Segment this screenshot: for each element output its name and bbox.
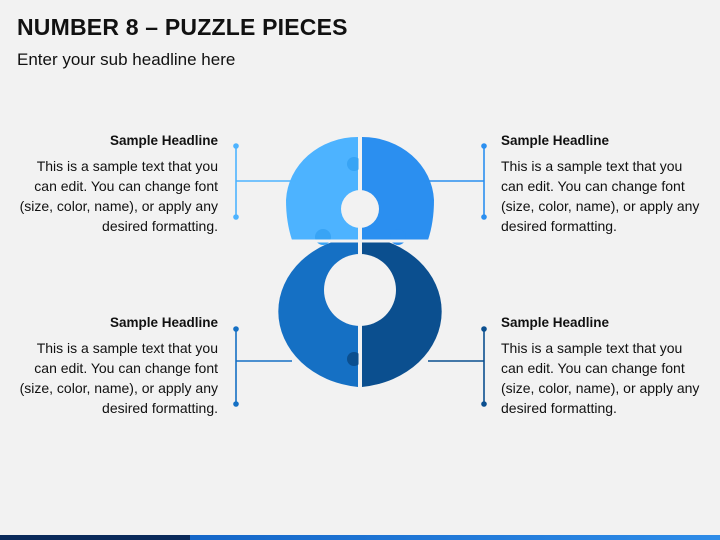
text-block-top-right[interactable]: Sample Headline This is a sample text th… <box>501 131 701 236</box>
slide-title: NUMBER 8 – PUZZLE PIECES <box>17 14 348 40</box>
puzzle-connector-left <box>315 229 331 245</box>
block-body: This is a sample text that you can edit.… <box>501 158 700 234</box>
text-block-bottom-right[interactable]: Sample Headline This is a sample text th… <box>501 313 701 418</box>
puzzle-connector-right <box>390 229 406 245</box>
connector-top-right <box>424 143 487 220</box>
block-headline: Sample Headline <box>501 315 610 330</box>
slide-subtitle: Enter your sub headline here <box>17 50 236 69</box>
puzzle-piece-top-right[interactable] <box>362 136 434 240</box>
block-body: This is a sample text that you can edit.… <box>501 340 700 416</box>
block-headline: Sample Headline <box>109 133 218 148</box>
connector-bottom-right <box>428 326 487 407</box>
block-headline: Sample Headline <box>109 315 218 330</box>
footer-accent-bar <box>0 535 720 540</box>
text-block-top-left[interactable]: Sample Headline This is a sample text th… <box>18 131 218 236</box>
puzzle-piece-top-left[interactable] <box>286 136 358 240</box>
puzzle-piece-bottom-left[interactable] <box>278 236 358 387</box>
puzzle-tab-top <box>347 157 361 171</box>
text-block-bottom-left[interactable]: Sample Headline This is a sample text th… <box>18 313 218 418</box>
connector-bottom-left <box>233 326 292 407</box>
puzzle-tab-bottom <box>347 352 361 366</box>
block-headline: Sample Headline <box>501 133 610 148</box>
puzzle-piece-bottom-right[interactable] <box>362 236 442 387</box>
connector-top-left <box>233 143 296 220</box>
block-body: This is a sample text that you can edit.… <box>19 158 218 234</box>
block-body: This is a sample text that you can edit.… <box>19 340 218 416</box>
